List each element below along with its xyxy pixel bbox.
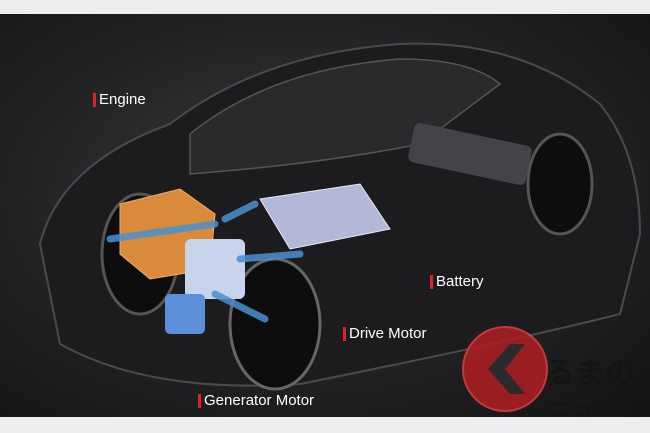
label-drive-motor: Drive Motor: [343, 325, 427, 342]
label-generator-motor: Generator Motor: [198, 392, 314, 409]
marker-icon: [343, 326, 346, 341]
car-powertrain-diagram: Engine Battery Drive Motor Generator Mot…: [0, 14, 650, 417]
marker-icon: [198, 393, 201, 408]
watermark-text: るまの: [545, 357, 635, 390]
marker-icon: [430, 274, 433, 289]
marker-icon: [93, 92, 96, 107]
label-engine: Engine: [93, 91, 146, 108]
label-battery: Battery: [430, 273, 484, 290]
car-cutaway-illustration: [38, 42, 642, 412]
watermark-text-2: ニュース: [548, 397, 647, 417]
